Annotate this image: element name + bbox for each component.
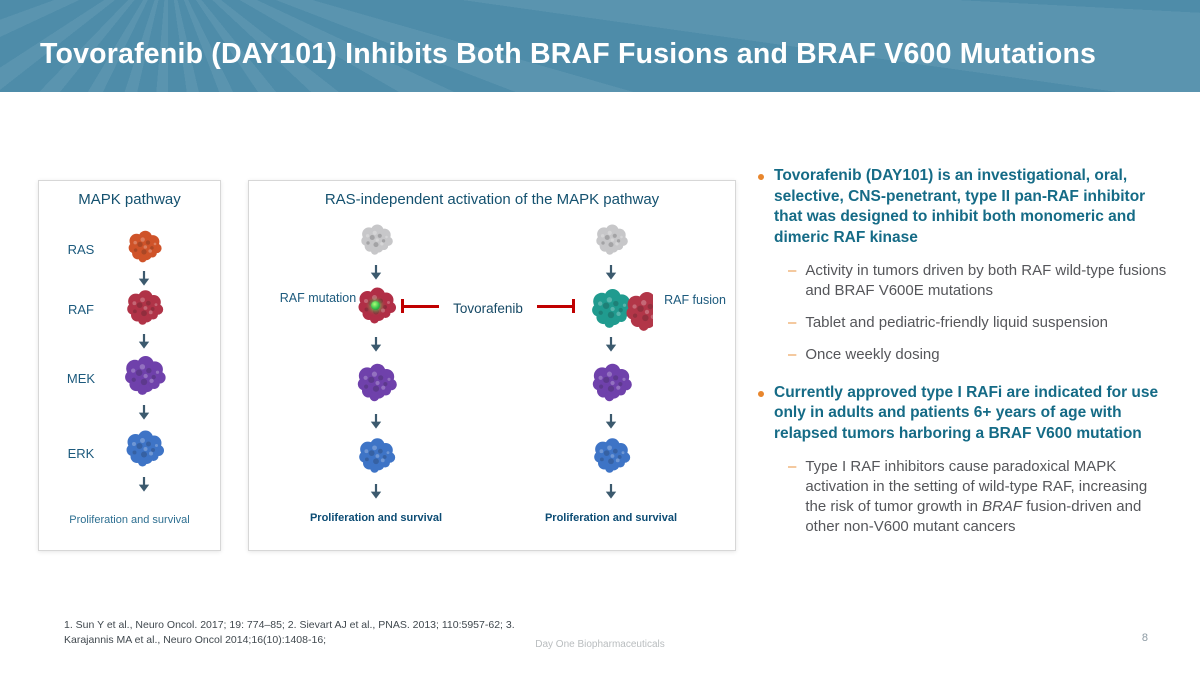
sub-bullet-text: Type I RAF inhibitors cause paradoxical … xyxy=(805,458,1148,535)
erk-molecule xyxy=(587,432,635,480)
bullet-icon xyxy=(758,174,764,180)
dash-icon: – xyxy=(788,345,797,363)
node-label-ras: RAS xyxy=(67,242,95,257)
ras-molecule xyxy=(122,225,166,269)
key-points: Tovorafenib (DAY101) is an investigation… xyxy=(758,166,1168,537)
sub-bullet-text: Activity in tumors driven by both RAF wi… xyxy=(805,262,1167,300)
sub-bullet-list: – Activity in tumors driven by both RAF … xyxy=(788,261,1168,364)
inhibition-bar-icon xyxy=(537,299,575,313)
raf-mutation-label: RAF mutation xyxy=(279,291,357,305)
inhibition-bar-icon xyxy=(401,299,439,313)
down-arrow-icon xyxy=(370,414,382,429)
down-arrow-icon xyxy=(138,477,150,492)
dash-icon: – xyxy=(788,262,797,280)
mutation-site-icon xyxy=(371,301,380,310)
mek-molecule xyxy=(350,357,402,409)
references: 1. Sun Y et al., Neuro Oncol. 2017; 19: … xyxy=(64,619,515,646)
down-arrow-icon xyxy=(605,414,617,429)
down-arrow-icon xyxy=(605,265,617,280)
sub-bullet-text: Tablet and pediatric-friendly liquid sus… xyxy=(805,314,1109,332)
sub-bullet-item: – Type I RAF inhibitors cause paradoxica… xyxy=(788,457,1168,536)
ras-independent-panel-title: RAS-independent activation of the MAPK p… xyxy=(324,191,660,208)
bullet-text: Currently approved type I RAFi are indic… xyxy=(774,383,1159,442)
bullet-icon xyxy=(758,390,764,397)
dash-icon: – xyxy=(788,458,797,476)
ras-wildtype-molecule xyxy=(355,219,397,261)
down-arrow-icon xyxy=(370,337,382,352)
slide-title: Tovorafenib (DAY101) Inhibits Both BRAF … xyxy=(40,38,1097,70)
mek-molecule xyxy=(117,349,171,403)
raf-fusion-molecule xyxy=(569,281,653,335)
bullet-item: Currently approved type I RAFi are indic… xyxy=(758,383,1168,445)
sub-bullet-item: – Once weekly dosing xyxy=(788,345,1168,365)
raf-molecule xyxy=(120,284,168,332)
erk-molecule xyxy=(352,432,400,480)
sub-bullet-text: Once weekly dosing xyxy=(805,345,940,363)
node-label-erk: ERK xyxy=(67,446,95,461)
down-arrow-icon xyxy=(605,337,617,352)
outcome-left-label: Proliferation and survival xyxy=(309,512,443,524)
mek-molecule xyxy=(585,357,637,409)
down-arrow-icon xyxy=(370,265,382,280)
node-label-raf: RAF xyxy=(68,302,94,317)
sub-bullet-item: – Tablet and pediatric-friendly liquid s… xyxy=(788,313,1168,333)
down-arrow-icon xyxy=(370,484,382,499)
slide-header: Tovorafenib (DAY101) Inhibits Both BRAF … xyxy=(0,0,1200,92)
sub-bullet-list: – Type I RAF inhibitors cause paradoxica… xyxy=(788,457,1168,536)
page-number: 8 xyxy=(1141,632,1148,644)
dash-icon: – xyxy=(788,314,797,332)
mapk-pathway-panel: MAPK pathway RAS RAF MEK ERK Proliferati… xyxy=(38,180,221,551)
bullet-text: Tovorafenib (DAY101) is an investigation… xyxy=(774,167,1146,246)
erk-molecule xyxy=(119,424,169,474)
tovorafenib-label: Tovorafenib xyxy=(453,301,523,316)
ras-independent-panel: RAS-independent activation of the MAPK p… xyxy=(248,180,736,551)
down-arrow-icon xyxy=(138,405,150,420)
bullet-item: Tovorafenib (DAY101) is an investigation… xyxy=(758,166,1168,248)
down-arrow-icon xyxy=(138,334,150,349)
outcome-right-label: Proliferation and survival xyxy=(544,512,678,524)
mapk-panel-title: MAPK pathway xyxy=(78,191,181,208)
ras-wildtype-molecule xyxy=(590,219,632,261)
node-label-mek: MEK xyxy=(66,371,96,386)
sub-bullet-item: – Activity in tumors driven by both RAF … xyxy=(788,261,1168,301)
mapk-outcome-label: Proliferation and survival xyxy=(69,514,190,526)
raf-fusion-label: RAF fusion xyxy=(664,293,726,307)
down-arrow-icon xyxy=(605,484,617,499)
footer-company: Day One Biopharmaceuticals xyxy=(535,639,665,650)
